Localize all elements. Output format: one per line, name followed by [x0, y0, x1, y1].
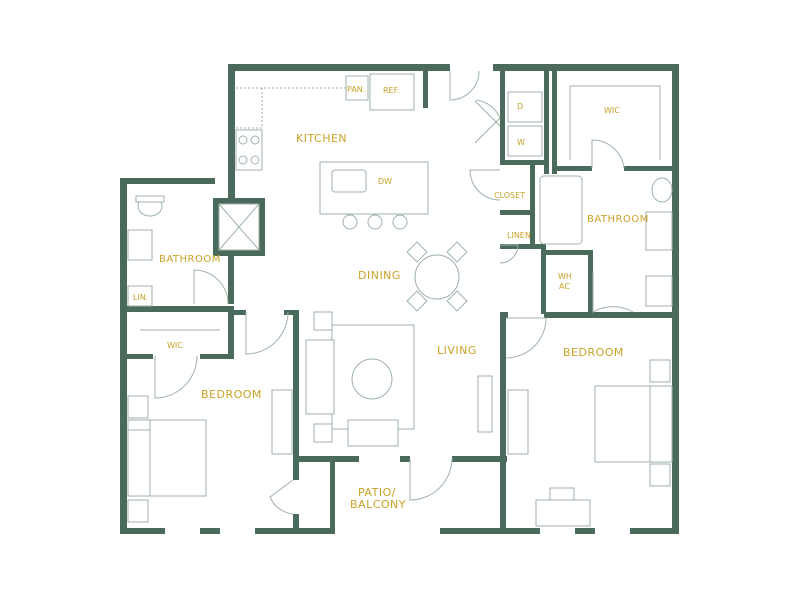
label-wic-left: WIC — [167, 341, 183, 350]
label-fridge: REF. — [383, 86, 399, 95]
label-washer: W — [517, 138, 525, 147]
right-bath-fixtures — [539, 175, 673, 307]
right-bedroom-furniture — [507, 359, 673, 527]
label-balcony: BALCONY — [350, 498, 406, 511]
left-bedroom-furniture — [127, 389, 293, 523]
dining-table — [406, 241, 468, 312]
label-living: LIVING — [437, 344, 477, 357]
living-furniture — [305, 311, 493, 447]
label-bathroom-left: BATHROOM — [159, 254, 221, 265]
label-kitchen: KITCHEN — [296, 132, 347, 145]
label-pantry: PAN. — [347, 85, 365, 94]
label-patio: PATIO/ — [358, 486, 396, 499]
label-bedroom-right: BEDROOM — [563, 346, 624, 359]
label-dishwasher: DW — [378, 177, 392, 186]
label-dryer: D — [517, 102, 523, 111]
kitchen-fixtures — [235, 73, 429, 230]
walls — [120, 64, 679, 534]
label-ac: AC — [559, 282, 570, 291]
label-bathroom-right: BATHROOM — [587, 214, 649, 225]
label-wic-right: WIC — [604, 106, 620, 115]
left-bath-fixtures — [127, 195, 260, 307]
room-labels: KITCHEN DINING LIVING BATHROOM BATHROOM … — [133, 85, 649, 511]
label-wh: WH — [558, 272, 572, 281]
doors — [154, 70, 634, 515]
label-dining: DINING — [358, 269, 401, 282]
laundry-units — [507, 91, 543, 157]
wic-shelves — [140, 85, 661, 331]
label-lin: LIN. — [133, 293, 148, 302]
label-closet: CLOSET — [494, 191, 525, 200]
label-linen: LINEN — [507, 231, 531, 240]
label-bedroom-left: BEDROOM — [201, 388, 262, 401]
